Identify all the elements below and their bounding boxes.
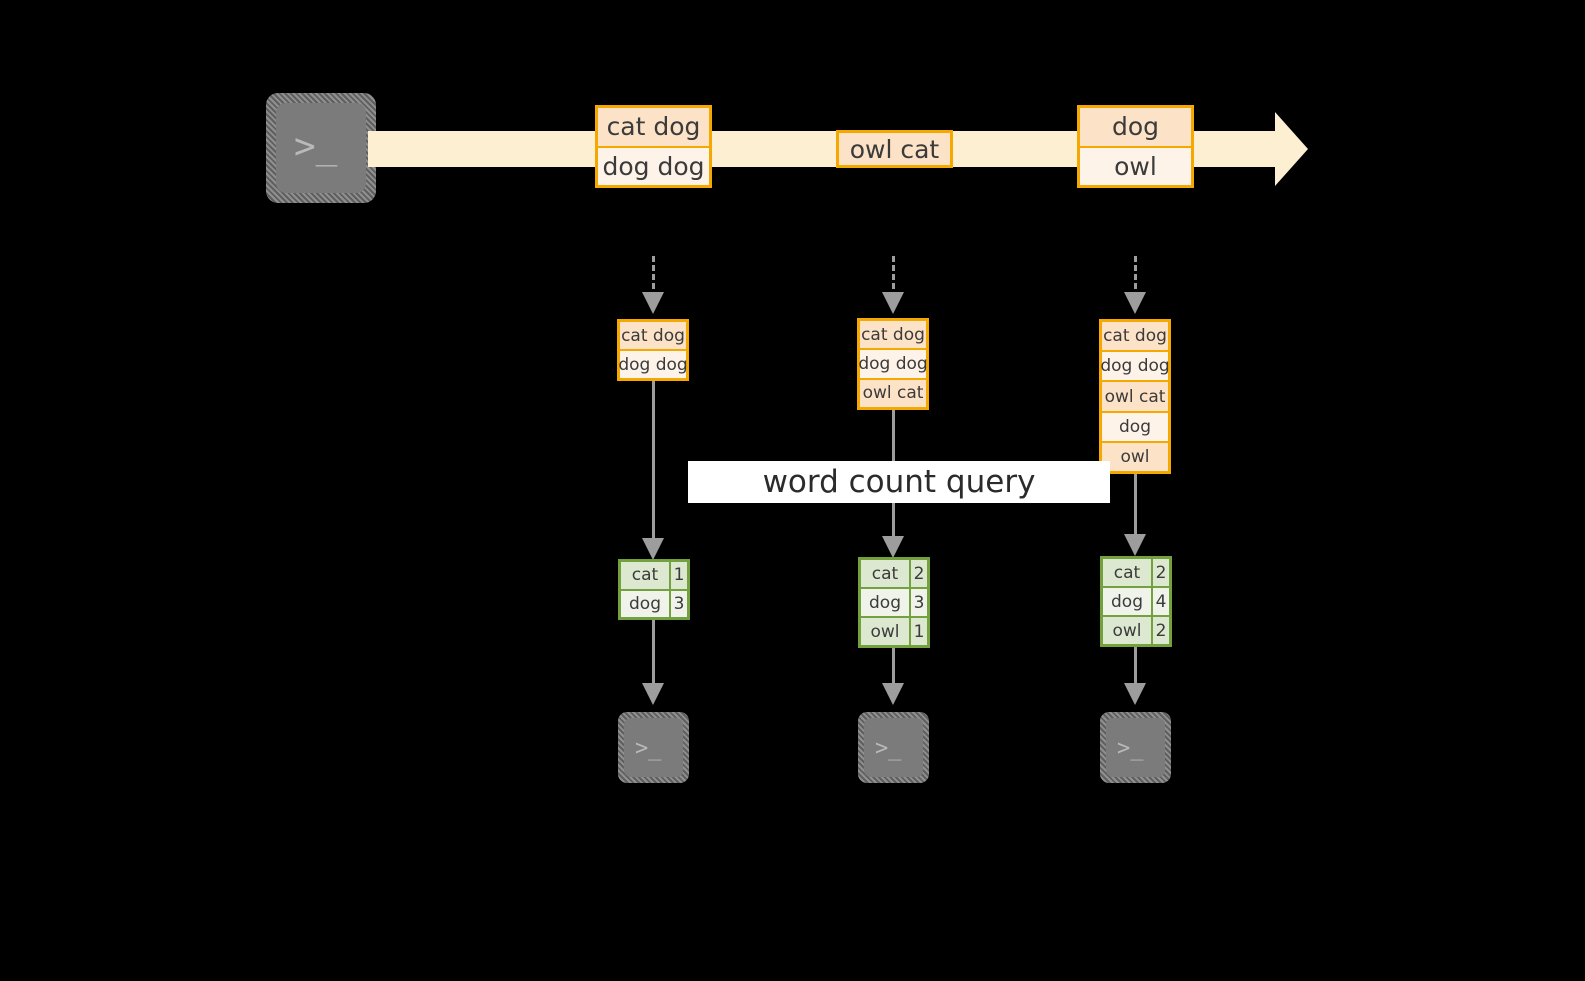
snapshot-2-row-3: owl cat (860, 377, 926, 407)
snapshot-3-query-arrowhead (1124, 534, 1146, 556)
result-count: 1 (911, 618, 927, 645)
snapshot-3-query-line (1134, 474, 1137, 544)
stream-arrowhead (1275, 112, 1308, 186)
result-word: owl (861, 618, 911, 645)
terminal-prompt-glyph: >_ (635, 736, 662, 761)
result-word: cat (1103, 559, 1153, 586)
snapshot-2-inflow-arrowhead (882, 292, 904, 314)
terminal-body (864, 718, 923, 777)
snapshot-3-inflow-arrowhead (1124, 292, 1146, 314)
result-row: owl 2 (1103, 615, 1169, 644)
stream-event-2-line-1: owl cat (839, 133, 950, 165)
source-terminal-icon: >_ (266, 93, 376, 203)
snapshot-1-inflow-arrowhead (642, 292, 664, 314)
sink-3-line (1134, 647, 1137, 690)
snapshot-2-row-1: cat dog (860, 321, 926, 349)
result-row: dog 4 (1103, 586, 1169, 615)
result-count: 4 (1153, 588, 1169, 615)
snapshot-2-table[interactable]: cat dog dog dog owl cat (857, 318, 929, 410)
stream-event-3-line-2: owl (1080, 145, 1191, 185)
snapshot-1-row-2: dog dog (618, 349, 688, 378)
result-word: cat (861, 560, 911, 587)
snapshot-2-query-arrowhead (882, 536, 904, 558)
sink-1-arrowhead (642, 683, 664, 705)
stream-event-1[interactable]: cat dog dog dog (595, 105, 712, 188)
result-count: 3 (911, 589, 927, 616)
sink-3-arrowhead (1124, 683, 1146, 705)
sink-2-line (892, 648, 895, 690)
snapshot-1-inflow-line (652, 256, 655, 298)
snapshot-3-row-5: owl (1102, 440, 1168, 472)
snapshot-1-row-1: cat dog (620, 322, 686, 349)
sink-2-arrowhead (882, 683, 904, 705)
result-row: dog 3 (621, 588, 687, 617)
terminal-body (276, 103, 366, 193)
snapshot-3-inflow-line (1134, 256, 1137, 298)
stream-event-2[interactable]: owl cat (836, 130, 953, 168)
snapshot-3-row-3: owl cat (1102, 380, 1168, 411)
sink-terminal-icon-1: >_ (618, 712, 689, 783)
result-table-2[interactable]: cat 2 dog 3 owl 1 (858, 557, 930, 648)
result-table-1[interactable]: cat 1 dog 3 (618, 559, 690, 620)
terminal-prompt-glyph: >_ (1117, 736, 1144, 761)
stream-event-1-line-1: cat dog (598, 108, 709, 146)
terminal-prompt-glyph: >_ (875, 736, 902, 761)
snapshot-3-row-2: dog dog (1100, 350, 1170, 381)
result-table-3[interactable]: cat 2 dog 4 owl 2 (1100, 556, 1172, 647)
result-row: cat 2 (861, 560, 927, 587)
sink-1-line (652, 620, 655, 688)
stream-event-1-line-2: dog dog (598, 145, 709, 185)
result-word: cat (621, 562, 671, 589)
query-label-text: word count query (762, 464, 1036, 500)
sink-terminal-icon-3: >_ (1100, 712, 1171, 783)
sink-terminal-icon-2: >_ (858, 712, 929, 783)
result-row: cat 2 (1103, 559, 1169, 586)
result-count: 1 (671, 562, 687, 589)
terminal-body (624, 718, 683, 777)
snapshot-3-row-1: cat dog (1102, 322, 1168, 351)
result-word: dog (621, 590, 671, 617)
result-count: 3 (671, 590, 687, 617)
result-count: 2 (1153, 617, 1169, 644)
stream-event-3[interactable]: dog owl (1077, 105, 1194, 188)
result-word: owl (1103, 617, 1153, 644)
result-count: 2 (911, 560, 927, 587)
result-word: dog (1103, 588, 1153, 615)
result-word: dog (861, 589, 911, 616)
snapshot-2-inflow-line (892, 256, 895, 298)
snapshot-1-query-arrowhead (642, 538, 664, 560)
result-row: owl 1 (861, 616, 927, 645)
result-row: dog 3 (861, 587, 927, 616)
terminal-prompt-glyph: >_ (294, 126, 338, 167)
snapshot-1-query-line (652, 381, 655, 545)
snapshot-2-row-2: dog dog (858, 348, 928, 378)
result-row: cat 1 (621, 562, 687, 589)
query-label: word count query (688, 461, 1110, 503)
terminal-body (1106, 718, 1165, 777)
stream-event-3-line-1: dog (1080, 108, 1191, 146)
snapshot-1-table[interactable]: cat dog dog dog (617, 319, 689, 381)
snapshot-3-row-4: dog (1102, 410, 1168, 441)
result-count: 2 (1153, 559, 1169, 586)
snapshot-3-table[interactable]: cat dog dog dog owl cat dog owl (1099, 319, 1171, 474)
